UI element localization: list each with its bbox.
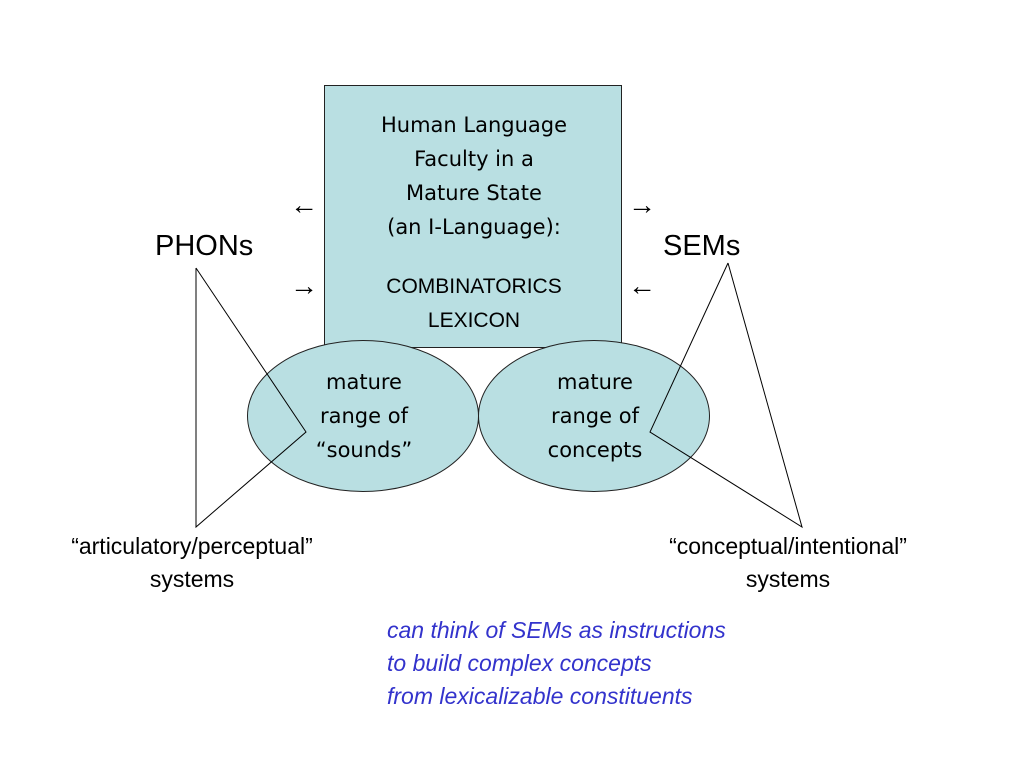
i-language-box: Human Language Faculty in a Mature State… (324, 85, 622, 348)
ellipse-line: “sounds” (315, 438, 413, 462)
system-label-line: “conceptual/intentional” (669, 533, 907, 559)
left-arrow-out-icon: ← (290, 189, 318, 220)
box-title-line: Mature State (406, 181, 542, 205)
ellipse-line: mature (326, 370, 402, 394)
sems-label: SEMs (663, 230, 741, 262)
articulatory-perceptual-label: “articulatory/perceptual” systems (20, 530, 364, 596)
right-arrow-out-icon: → (628, 189, 656, 220)
box-title-line: Faculty in a (414, 147, 534, 171)
system-label-line: systems (745, 566, 831, 592)
box-title-line: Human Language (380, 113, 568, 137)
combinatorics-label: COMBINATORICS (386, 275, 562, 298)
sounds-ellipse-text: mature range of “sounds” (248, 365, 480, 467)
ellipse-line: range of (320, 404, 408, 428)
phons-label: PHONs (155, 230, 254, 262)
sems-instructions-note: can think of SEMs as instructions to bui… (387, 614, 726, 713)
note-line: to build complex concepts (387, 650, 652, 676)
ellipse-line: mature (557, 370, 633, 394)
system-label-line: systems (149, 566, 235, 592)
phons-connector (195, 267, 307, 529)
left-arrow-in-icon: → (290, 270, 318, 301)
right-arrow-in-icon: ← (628, 270, 656, 301)
note-line: can think of SEMs as instructions (387, 617, 726, 643)
note-line: from lexicalizable constituents (387, 683, 693, 709)
system-label-line: “articulatory/perceptual” (71, 533, 313, 559)
box-title-line: (an I-Language): (387, 215, 561, 239)
sems-connector (649, 262, 803, 529)
box-components: COMBINATORICS LEXICON (325, 270, 623, 338)
sounds-ellipse: mature range of “sounds” (247, 340, 479, 492)
lexicon-label: LEXICON (427, 309, 521, 332)
box-title: Human Language Faculty in a Mature State… (325, 108, 623, 244)
ellipse-line: range of (551, 404, 639, 428)
conceptual-intentional-label: “conceptual/intentional” systems (620, 530, 956, 596)
concepts-ellipse-text: mature range of concepts (479, 365, 711, 467)
concepts-ellipse: mature range of concepts (478, 340, 710, 492)
ellipse-line: concepts (547, 438, 643, 462)
